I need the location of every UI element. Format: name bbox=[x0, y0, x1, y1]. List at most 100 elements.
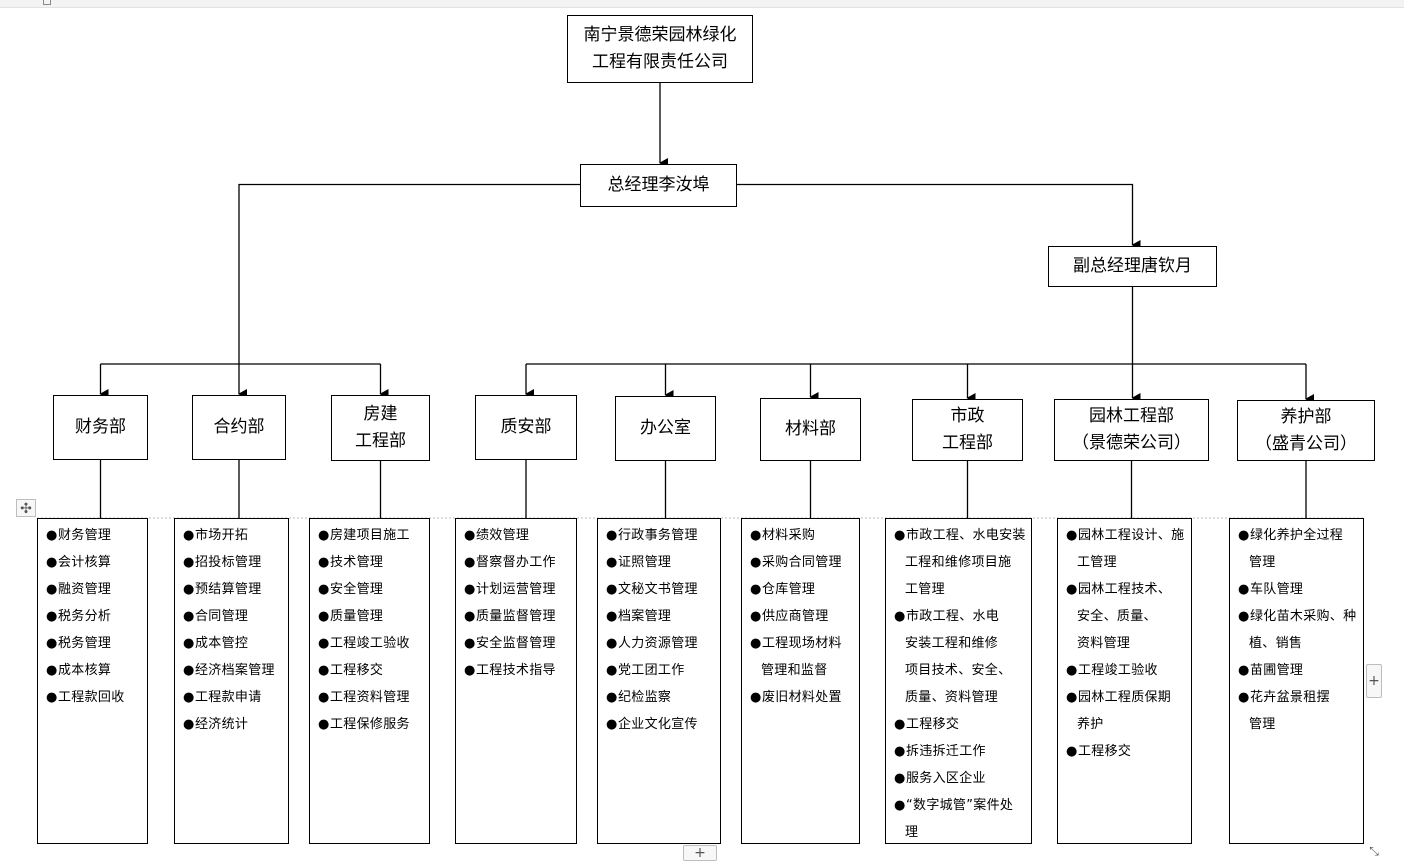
bullet-icon: ● bbox=[318, 690, 330, 705]
duty-list-building: ●房建项目施工●技术管理●安全管理●质量管理●工程竣工验收●工程移交●工程资料管… bbox=[309, 518, 430, 844]
department-head-office: 办公室 bbox=[615, 396, 716, 461]
move-icon: ✣ bbox=[20, 501, 32, 517]
duty-item: ●安全监督管理 bbox=[464, 630, 576, 657]
duty-item-text: 文秘文书管理 bbox=[618, 582, 698, 597]
department-head-finance: 财务部 bbox=[53, 395, 148, 460]
duty-item-text: 成本核算 bbox=[58, 663, 112, 678]
duty-list-finance: ●财务管理●会计核算●融资管理●税务分析●税务管理●成本核算●工程款回收 bbox=[37, 518, 148, 844]
bullet-icon: ● bbox=[750, 636, 762, 651]
duty-item: ●技术管理 bbox=[318, 549, 429, 576]
duty-item-text: 市政工程、水电安装 bbox=[906, 528, 1026, 543]
duty-item: ●市场开拓 bbox=[183, 522, 288, 549]
duty-item-text: 工程移交 bbox=[330, 663, 384, 678]
connector-gm-vgm bbox=[737, 183, 1141, 250]
table-move-handle-icon[interactable]: ✣ bbox=[16, 499, 36, 517]
bullet-icon: ● bbox=[606, 663, 618, 678]
department-head-building: 房建工程部 bbox=[331, 395, 430, 461]
duty-item-text: 招投标管理 bbox=[195, 555, 262, 570]
department-head-quality-safety-text: 质安部 bbox=[500, 417, 552, 437]
duty-item-text: 市政工程、水电 bbox=[906, 609, 1000, 624]
bullet-icon: ● bbox=[318, 528, 330, 543]
duty-item-text: 技术管理 bbox=[330, 555, 384, 570]
plus-icon: + bbox=[1368, 673, 1380, 689]
duty-item: ●会计核算 bbox=[46, 549, 147, 576]
duty-item: ●安全管理 bbox=[318, 576, 429, 603]
bullet-icon: ● bbox=[1238, 663, 1250, 678]
duty-item-text: 成本管控 bbox=[195, 636, 249, 651]
bullet-icon: ● bbox=[318, 717, 330, 732]
bullet-icon: ● bbox=[183, 609, 195, 624]
bullet-icon: ● bbox=[46, 609, 58, 624]
deputy-general-manager-box-text: 副总经理唐钦月 bbox=[1073, 256, 1192, 276]
duty-item: ●成本管控 bbox=[183, 630, 288, 657]
department-head-landscape-text: （景德荣公司） bbox=[1072, 433, 1191, 453]
duty-item-text: 工程竣工验收 bbox=[1078, 663, 1158, 678]
duty-item: ●园林工程技术、安全、质量、资料管理 bbox=[1066, 576, 1191, 657]
bullet-icon: ● bbox=[894, 798, 906, 813]
duty-item-text: 理 bbox=[905, 825, 919, 840]
duty-item-text: 养护 bbox=[1077, 717, 1104, 732]
duty-list-landscape: ●园林工程设计、施工管理●园林工程技术、安全、质量、资料管理●工程竣工验收●园林… bbox=[1057, 518, 1192, 844]
duty-item-text: 行政事务管理 bbox=[618, 528, 698, 543]
duty-list-maintenance: ●绿化养护全过程管理●车队管理●绿化苗木采购、种植、销售●苗圃管理●花卉盆景租摆… bbox=[1229, 518, 1364, 844]
duty-item-text: 纪检监察 bbox=[618, 690, 672, 705]
duty-item-text: 证照管理 bbox=[618, 555, 672, 570]
duty-item-text: 拆违拆迁工作 bbox=[906, 744, 986, 759]
duty-item: ●招投标管理 bbox=[183, 549, 288, 576]
duty-item-text: 管理和监督 bbox=[761, 663, 828, 678]
bullet-icon: ● bbox=[1066, 690, 1078, 705]
department-head-finance-text: 财务部 bbox=[75, 417, 126, 437]
duty-list-office: ●行政事务管理●证照管理●文秘文书管理●档案管理●人力资源管理●党工团工作●纪检… bbox=[597, 518, 721, 844]
duty-item: ●园林工程质保期养护 bbox=[1066, 684, 1191, 738]
duty-item: ●经济档案管理 bbox=[183, 657, 288, 684]
duty-item: ●督察督办工作 bbox=[464, 549, 576, 576]
duty-item-text: 工程现场材料 bbox=[762, 636, 842, 651]
duty-item: ●房建项目施工 bbox=[318, 522, 429, 549]
duty-item-text: 废旧材料处置 bbox=[762, 690, 842, 705]
duty-item-text: 企业文化宣传 bbox=[618, 717, 698, 732]
bullet-icon: ● bbox=[183, 636, 195, 651]
duty-item-text: 工程移交 bbox=[906, 717, 960, 732]
duty-item: ●市政工程、水电安装工程和维修项目技术、安全、质量、资料管理 bbox=[894, 603, 1031, 711]
duty-item-text: 园林工程设计、施 bbox=[1078, 528, 1185, 543]
connector-gm-left bbox=[238, 183, 580, 399]
page-corner-mark bbox=[43, 0, 51, 5]
bullet-icon: ● bbox=[46, 555, 58, 570]
resize-handle-icon[interactable]: ⤡ bbox=[1366, 843, 1382, 859]
duty-item-text: 车队管理 bbox=[1250, 582, 1304, 597]
duty-item-text: 工程款回收 bbox=[58, 690, 125, 705]
bullet-icon: ● bbox=[750, 690, 762, 705]
department-head-building-text: 工程部 bbox=[355, 431, 406, 451]
bullet-icon: ● bbox=[318, 555, 330, 570]
add-column-button[interactable]: + bbox=[1366, 664, 1382, 698]
duty-item-text: 会计核算 bbox=[58, 555, 112, 570]
duty-item: ●废旧材料处置 bbox=[750, 684, 859, 711]
department-head-municipal-text: 市政 bbox=[950, 406, 985, 426]
duty-item: ●车队管理 bbox=[1238, 576, 1363, 603]
duty-item: ●融资管理 bbox=[46, 576, 147, 603]
duty-item-text: 安装工程和维修 bbox=[905, 636, 999, 651]
department-head-maintenance-text: 养护部 bbox=[1280, 406, 1332, 427]
duty-item: ●工程竣工验收 bbox=[1066, 657, 1191, 684]
bullet-icon: ● bbox=[606, 582, 618, 597]
duty-item: ●苗圃管理 bbox=[1238, 657, 1363, 684]
duty-item-text: 园林工程质保期 bbox=[1078, 690, 1172, 705]
duty-item-text: 工程移交 bbox=[1078, 744, 1132, 759]
duty-item-text: 计划运营管理 bbox=[476, 582, 556, 597]
duty-item: ●质量监督管理 bbox=[464, 603, 576, 630]
bullet-icon: ● bbox=[464, 636, 476, 651]
bullet-icon: ● bbox=[750, 582, 762, 597]
bullet-icon: ● bbox=[894, 744, 906, 759]
duty-item-text: 绿化苗木采购、种 bbox=[1250, 609, 1357, 624]
add-row-button[interactable]: + bbox=[683, 845, 717, 861]
duty-item-text: 采购合同管理 bbox=[762, 555, 842, 570]
duty-item: ●计划运营管理 bbox=[464, 576, 576, 603]
duty-item-text: 植、销售 bbox=[1249, 636, 1303, 651]
bullet-icon: ● bbox=[894, 717, 906, 732]
duty-item: ●工程移交 bbox=[1066, 738, 1191, 765]
duty-item-text: 安全监督管理 bbox=[476, 636, 556, 651]
bullet-icon: ● bbox=[464, 582, 476, 597]
general-manager-box: 总经理李汝埠 bbox=[580, 164, 737, 207]
duty-item: ●税务分析 bbox=[46, 603, 147, 630]
duty-item: ●质量管理 bbox=[318, 603, 429, 630]
